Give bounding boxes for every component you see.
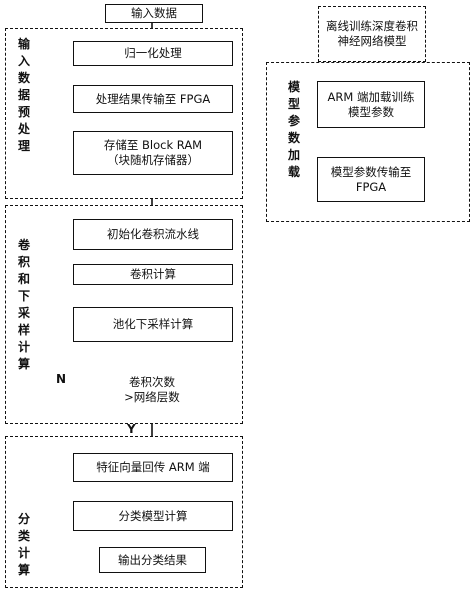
section-label-preprocess: 输入数据预处理 [17,37,30,153]
decision-text: 卷积次数 >网络层数 [102,375,202,405]
transfer-fpga-box: 处理结果传输至 FPGA [73,85,233,113]
pool-box: 池化下采样计算 [73,307,233,342]
start-box: 输入数据 [105,4,203,23]
branch-no-label: N [56,372,67,386]
store-line-2: （块随机存储器） [107,153,199,167]
conv-calc-box: 卷积计算 [73,264,233,285]
param-transfer-box: 模型参数传输至 FPGA [317,157,425,202]
store-block-ram-box: 存储至 Block RAM （块随机存储器） [73,131,233,175]
arm-train-box: ARM 端加载训练模型参数 [317,81,425,128]
normalize-box: 归一化处理 [73,41,233,66]
branch-yes-label: Y [127,422,136,436]
decision-line-2: >网络层数 [124,390,180,404]
decision-line-1: 卷积次数 [129,375,175,389]
section-label-conv: 卷积和下采样计算 [17,238,30,371]
classify-calc-box: 分类模型计算 [73,501,233,531]
section-label-classify: 分类计算 [17,512,30,577]
section-label-param: 模型参数加载 [287,80,300,179]
init-pipeline-box: 初始化卷积流水线 [73,219,233,250]
return-arm-box: 特征向量回传 ARM 端 [73,453,233,482]
store-line-1: 存储至 Block RAM [103,138,203,152]
offline-train-box: 离线训练深度卷积神经网络模型 [318,6,426,62]
output-box: 输出分类结果 [99,547,206,573]
